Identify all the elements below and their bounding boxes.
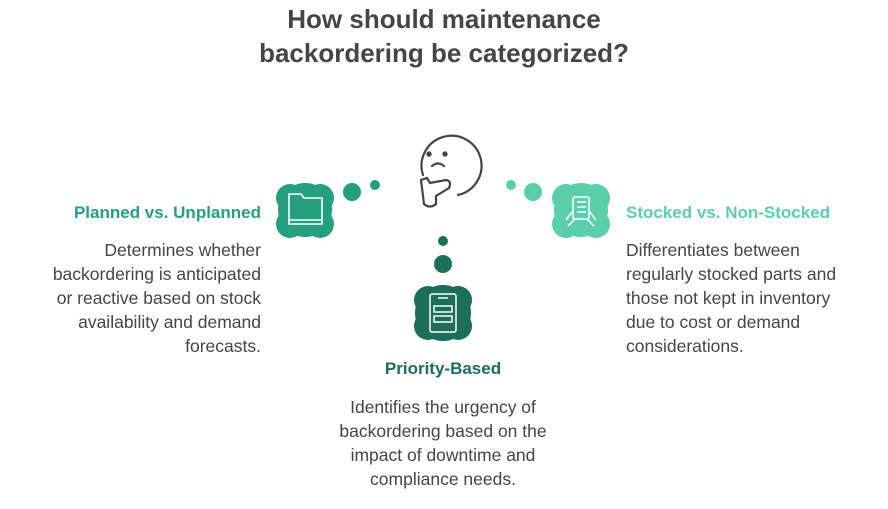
text-line: forecasts. [185, 336, 261, 356]
text-line: those not kept in inventory [626, 288, 831, 308]
title-line: backordering be categorized? [259, 38, 629, 68]
text-line: Determines whether [104, 240, 261, 260]
priority-blob [414, 285, 472, 341]
stocked-description: Differentiates between regularly stocked … [626, 238, 836, 358]
text-line: regularly stocked parts and [626, 264, 837, 284]
filing-cabinet-icon [429, 293, 457, 333]
stocked-blob [552, 183, 610, 238]
text-line: impact of downtime and [350, 445, 536, 465]
text-line: backordering is anticipated [52, 264, 261, 284]
connector-dots [343, 180, 542, 273]
title-line: How should maintenance [287, 4, 601, 34]
planned-description: Determines whether backordering is antici… [53, 238, 261, 358]
stocked-heading: Stocked vs. Non-Stocked [626, 203, 831, 222]
text-line: considerations. [626, 336, 744, 356]
priority-heading: Priority-Based [384, 359, 502, 378]
planned-blob [276, 183, 334, 238]
text-line: backordering based on the [339, 421, 547, 441]
priority-description: Identifies the urgency of backordering ba… [243, 395, 643, 491]
text-line: Differentiates between [626, 240, 800, 260]
thinking-face-icon [419, 134, 483, 208]
text-line: due to cost or demand [626, 312, 801, 332]
folder-icon [288, 193, 323, 225]
text-line: or reactive based on stock [56, 288, 261, 308]
planned-heading: Planned vs. Unplanned [73, 203, 261, 222]
text-line: compliance needs. [370, 469, 516, 489]
text-line: availability and demand [78, 312, 261, 332]
page-title: How should maintenance backordering be ca… [0, 2, 888, 70]
clipboard-hands-icon [565, 196, 597, 227]
text-line: Identifies the urgency of [350, 397, 536, 417]
